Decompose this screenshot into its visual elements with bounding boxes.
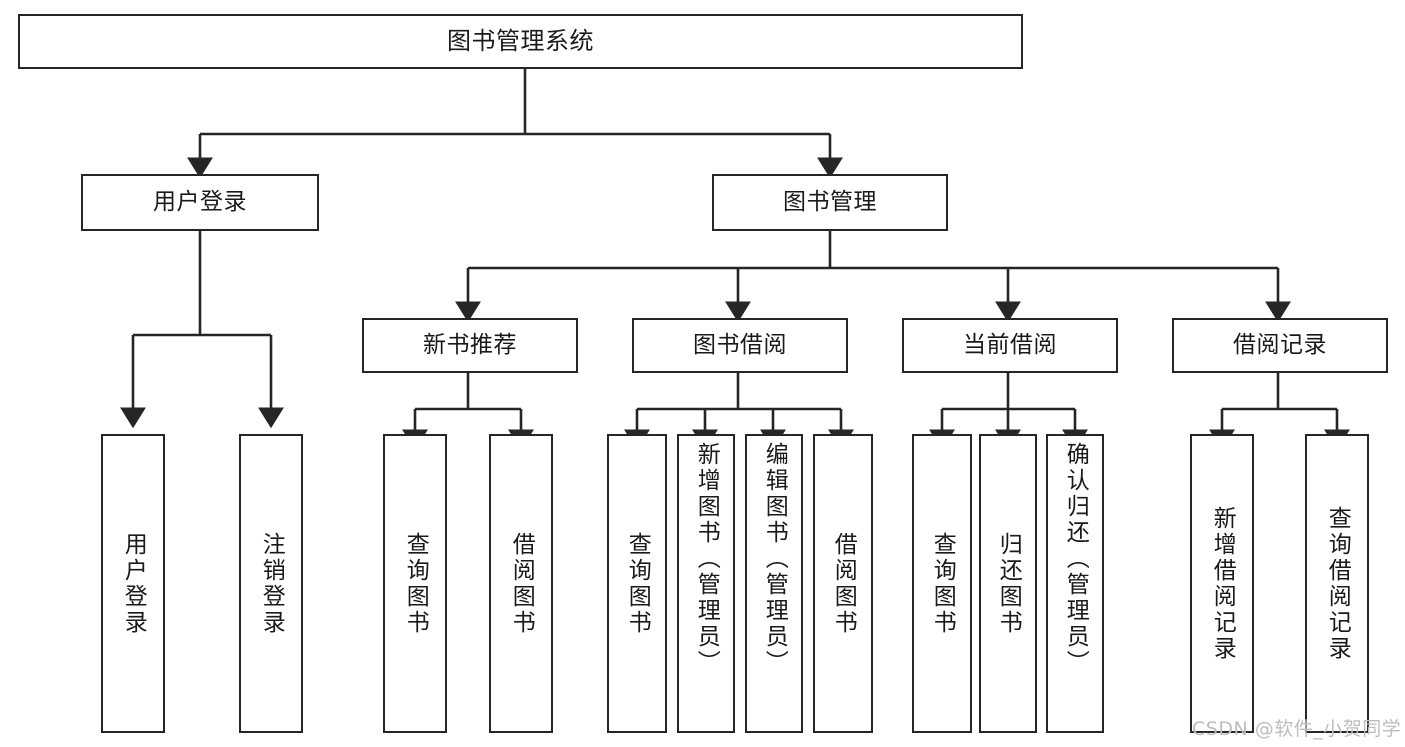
node-book-manage[interactable]: 图书管理 — [712, 174, 948, 231]
leaf-bb-edit-book-admin[interactable]: 编辑图书（管理员） — [745, 434, 803, 733]
node-borrow-record[interactable]: 借阅记录 — [1172, 318, 1388, 373]
leaf-logout-login[interactable]: 注销登录 — [239, 434, 303, 733]
leaf-nb-borrow-book[interactable]: 借阅图书 — [489, 434, 553, 733]
leaf-br-query-record[interactable]: 查询借阅记录 — [1305, 434, 1369, 733]
csdn-watermark: CSDN @软件_小贺同学 — [1192, 718, 1402, 740]
leaf-br-add-record[interactable]: 新增借阅记录 — [1190, 434, 1254, 733]
node-book-borrow[interactable]: 图书借阅 — [632, 318, 848, 373]
node-root[interactable]: 图书管理系统 — [18, 14, 1023, 69]
leaf-cb-confirm-return-admin[interactable]: 确认归还（管理员） — [1046, 434, 1104, 733]
leaf-user-login[interactable]: 用户登录 — [101, 434, 165, 733]
leaf-bb-borrow-book[interactable]: 借阅图书 — [813, 434, 873, 733]
leaf-cb-return-book[interactable]: 归还图书 — [979, 434, 1037, 733]
leaf-bb-add-book-admin[interactable]: 新增图书（管理员） — [677, 434, 735, 733]
leaf-bb-query-book[interactable]: 查询图书 — [607, 434, 667, 733]
node-user-login[interactable]: 用户登录 — [81, 174, 319, 231]
leaf-nb-query-book[interactable]: 查询图书 — [383, 434, 447, 733]
node-current-borrow[interactable]: 当前借阅 — [902, 318, 1118, 373]
node-new-book-recommend[interactable]: 新书推荐 — [362, 318, 578, 373]
leaf-cb-query-book[interactable]: 查询图书 — [912, 434, 972, 733]
